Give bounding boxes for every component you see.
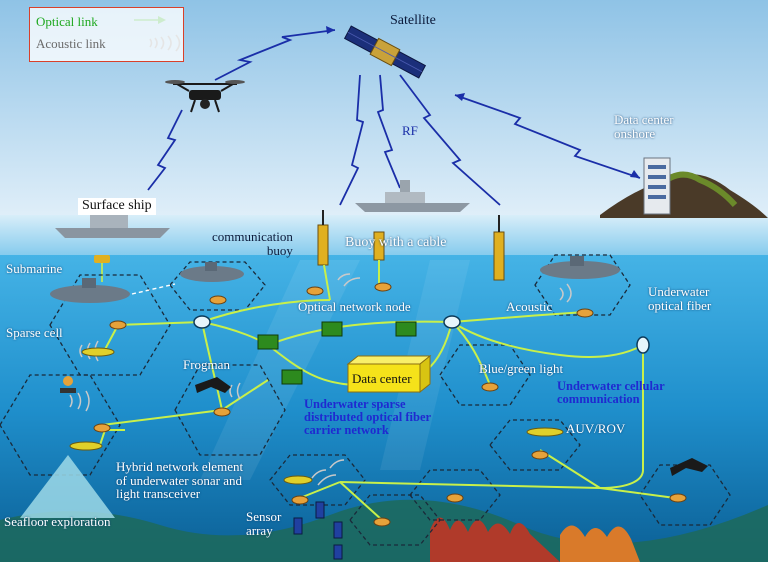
sparse-cell-label: Sparse cell: [6, 325, 63, 340]
cell-hexagons: [0, 254, 731, 546]
label-line: Sensor: [246, 509, 282, 524]
frogman-label: Frogman: [183, 357, 230, 372]
sparse-network-label: Underwater sparse distributed optical fi…: [304, 397, 432, 438]
optical-fiber-network: [99, 264, 676, 521]
transceiver: [481, 382, 499, 392]
auv-icon: [69, 347, 564, 485]
transceiver: [109, 320, 127, 330]
transceiver: [531, 450, 549, 460]
submarine-icon: [540, 256, 620, 279]
surface-ship-label: Surface ship: [78, 198, 156, 215]
blue-green-light-label: Blue/green light: [479, 361, 564, 376]
satellite-icon: [343, 25, 427, 79]
frogman-icon: [195, 377, 708, 476]
transceiver: [373, 517, 391, 527]
light-ray: [200, 260, 360, 480]
label-line: light transceiver: [116, 486, 201, 502]
label-line: carrier network: [304, 423, 389, 438]
coral-reef: [560, 525, 640, 562]
seafloor-exploration-label: Seafloor exploration: [4, 514, 111, 529]
optical-network-node: [193, 315, 211, 329]
buoy-icon: [493, 215, 505, 281]
label-line: communication: [557, 392, 640, 407]
label-line: Underwater sparse: [304, 397, 406, 411]
underwater-optical-fiber-label: Underwater optical fiber: [648, 285, 711, 312]
data-center-box: [346, 354, 432, 394]
rf-arrow: [326, 26, 335, 34]
label-line: Underwater cellular: [557, 379, 665, 393]
communication-buoy-label: communication buoy: [212, 230, 293, 257]
submarine-icon: [180, 262, 244, 282]
submarine-label: Submarine: [6, 261, 63, 276]
label-line: onshore: [614, 125, 656, 141]
legend-optical-link: Optical link: [36, 14, 98, 29]
acoustic-waves: [69, 273, 572, 486]
warship-icon: [355, 180, 470, 212]
rf-links: [147, 29, 641, 206]
transceiver: [576, 308, 594, 318]
sensor-array-label: Sensor array: [246, 510, 281, 537]
label-line: optical fiber: [648, 297, 712, 313]
optical-network-node: [636, 336, 650, 354]
auv-rov-label: AUV/ROV: [566, 421, 626, 436]
island-vegetation: [657, 171, 738, 208]
label-line: array: [246, 522, 273, 538]
island: [600, 174, 768, 218]
data-center-label: Data center: [352, 371, 412, 386]
communication-buoy-icon: [317, 210, 329, 266]
relay-boxes: [257, 321, 417, 385]
transceiver: [374, 282, 392, 292]
diver-icon: [60, 376, 76, 393]
legend-acoustic-link: Acoustic link: [36, 36, 106, 51]
transceiver: [669, 493, 687, 503]
coral-reef: [430, 517, 560, 562]
transceiver: [291, 495, 309, 505]
label-line: Data center: [614, 112, 674, 127]
data-center-onshore-label: Data center onshore: [614, 113, 674, 140]
transceiver: [93, 423, 111, 433]
hybrid-element-label: Hybrid network element of underwater son…: [116, 460, 243, 501]
satellite-label: Satellite: [390, 13, 436, 28]
seafloor-exploration-beam: [20, 455, 115, 518]
transceiver: [213, 407, 231, 417]
label-line: Hybrid network element: [116, 459, 244, 474]
optical-link-dashed: [131, 283, 176, 295]
submarine-icon: [50, 278, 130, 303]
buoy-with-cable-label: Buoy with a cable: [345, 235, 447, 250]
optical-network-node: [443, 315, 461, 329]
transceiver: [209, 295, 227, 305]
transceiver: [306, 286, 324, 296]
sensor-array-icon: [293, 501, 343, 560]
rf-arrow: [455, 93, 465, 101]
rf-arrow: [630, 170, 640, 178]
label-line: buoy: [266, 242, 293, 258]
transceivers: [93, 282, 687, 527]
rf-label: RF: [402, 123, 418, 138]
label-line: of underwater sonar and: [116, 472, 242, 488]
submarine-buoy-icon: [94, 255, 110, 282]
label-line: Underwater: [648, 284, 710, 299]
optical-network-node-label: Optical network node: [298, 299, 411, 314]
label-line: distributed optical fiber: [304, 410, 432, 425]
label-line: communication: [212, 229, 293, 244]
transceiver: [446, 493, 464, 503]
underwater-cellular-label: Underwater cellular communication: [557, 379, 665, 407]
drone-icon: [165, 80, 245, 113]
legend: Optical link Acoustic link: [29, 7, 184, 62]
optical-network-nodes: [193, 315, 650, 354]
data-center-onshore-icon: [643, 157, 671, 215]
acoustic-label: Acoustic: [506, 299, 553, 314]
cable-buoy-icon: [373, 231, 385, 285]
